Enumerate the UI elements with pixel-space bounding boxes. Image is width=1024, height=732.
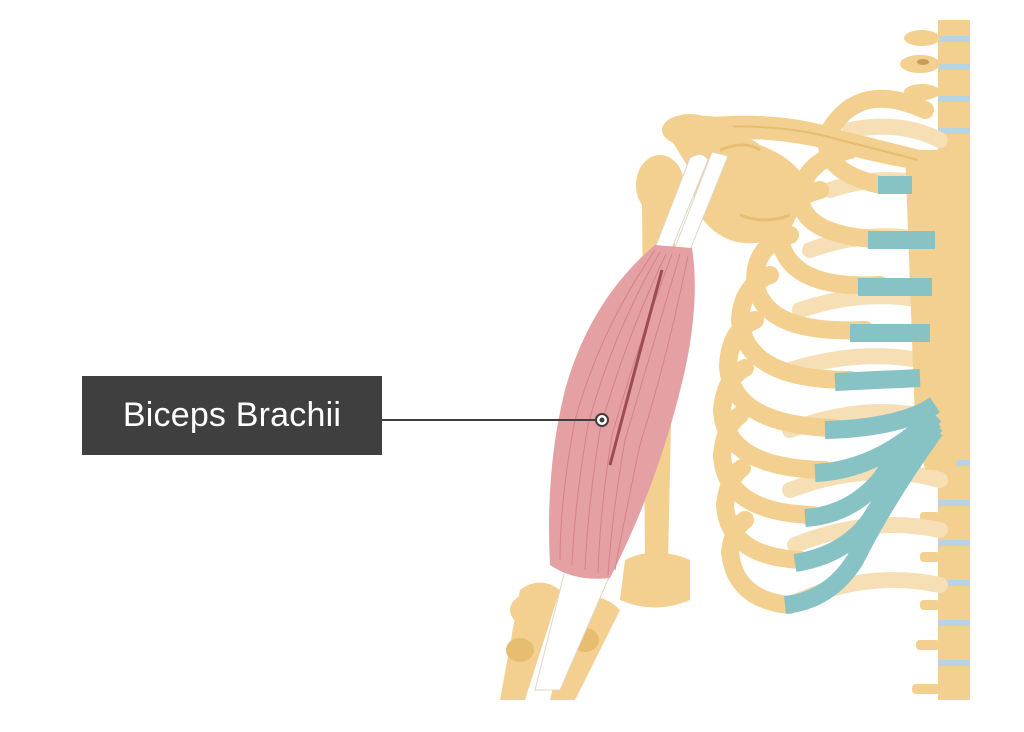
label-leader: [382, 413, 609, 427]
costal-cartilages: [783, 176, 943, 614]
biceps-brachii-label: Biceps Brachii: [82, 376, 382, 455]
biceps-brachii-muscle: [549, 245, 695, 579]
clavicle: [700, 115, 920, 170]
biceps-brachii-label-text: Biceps Brachii: [122, 396, 342, 434]
sternum: [905, 150, 965, 470]
